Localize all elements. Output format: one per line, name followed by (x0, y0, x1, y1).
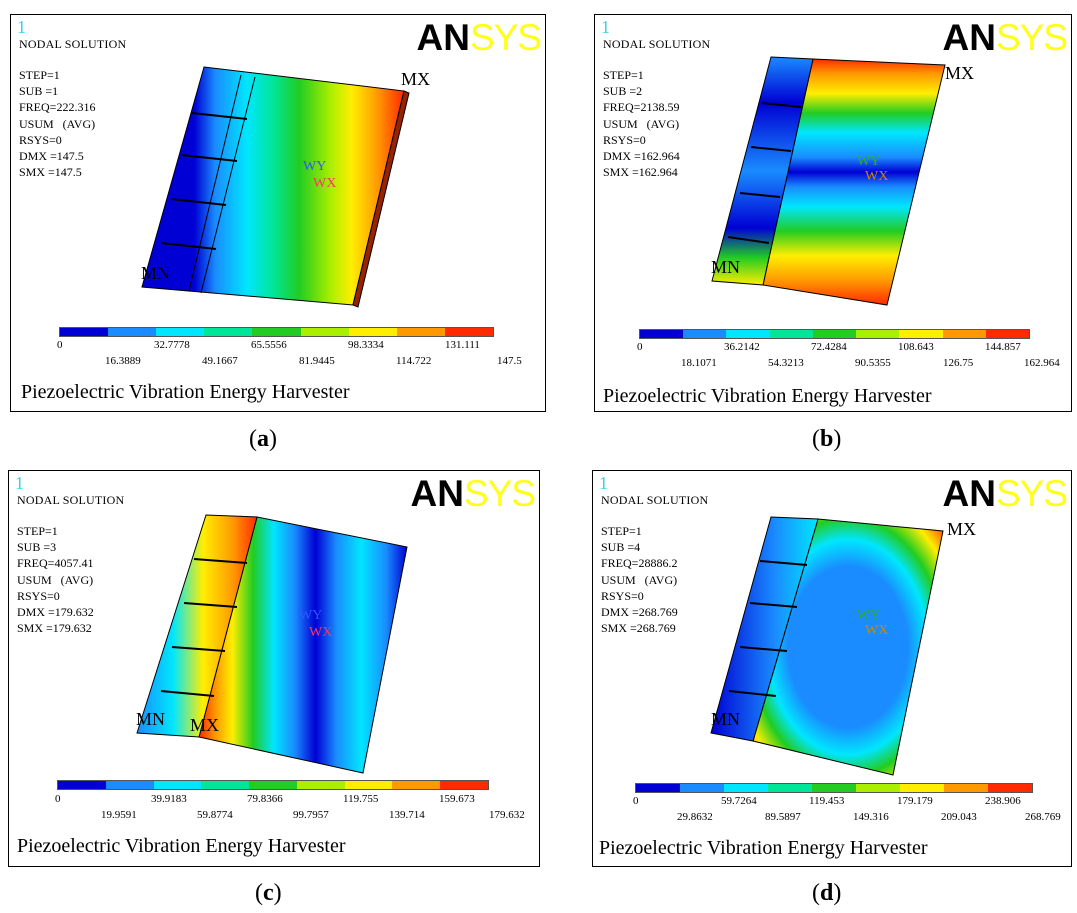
scale-segment (392, 781, 441, 789)
scale-segment (944, 784, 988, 792)
triad-x: WX (309, 625, 332, 640)
scale-segment (440, 781, 489, 789)
scale-segment (249, 781, 297, 789)
triad-x: WX (865, 623, 888, 638)
triad-y: WY (857, 608, 880, 623)
electrode-lines (160, 112, 248, 250)
scale-segment (156, 328, 205, 336)
mn-label: MN (141, 263, 170, 283)
scale-segment (300, 328, 349, 336)
panel-number: 1 (17, 17, 26, 37)
scale-segment (900, 784, 944, 792)
mn-label: MN (711, 257, 740, 277)
plot-footer: Piezoelectric Vibration Energy Harvester (599, 837, 928, 859)
caption-d: (d) (812, 880, 842, 906)
base-line (200, 76, 256, 294)
scale-segment (348, 328, 397, 336)
scale-segment (252, 328, 301, 336)
scale-segment (856, 784, 900, 792)
panel-c: 1 NODAL SOLUTION STEP=1 SUB =3 FREQ=4057… (8, 470, 540, 867)
electrode-lines (727, 102, 802, 244)
scale-segment (769, 330, 813, 338)
scale-segment (636, 784, 680, 792)
scale-segment (726, 330, 770, 338)
mn-label: MN (711, 709, 740, 729)
panel-title: NODAL SOLUTION (19, 37, 127, 51)
panel-d: 1 NODAL SOLUTION STEP=1 SUB =4 FREQ=2888… (592, 470, 1072, 867)
mn-label: MN (136, 709, 165, 729)
scale-segment (296, 781, 345, 789)
solution-info: STEP=1 SUB =1 FREQ=222.316 USUM (AVG) RS… (19, 68, 96, 180)
scale-segment (856, 330, 900, 338)
scale-segment (683, 330, 727, 338)
color-scale (635, 783, 1033, 793)
base-region (136, 514, 258, 738)
scale-segment (201, 781, 250, 789)
solution-info: STEP=1 SUB =3 FREQ=4057.41 USUM (AVG) RS… (17, 524, 94, 636)
triad-x: WX (865, 169, 888, 184)
scale-segment (105, 781, 154, 789)
beam-side (352, 90, 410, 308)
mx-label: MX (945, 63, 974, 83)
scale-segment (899, 330, 943, 338)
ansys-logo: ANSYS (942, 17, 1069, 58)
electrode-lines (728, 560, 808, 697)
scale-segment (396, 328, 445, 336)
contour-plot: WY WX MN MX (136, 514, 408, 774)
mx-label: MX (947, 519, 976, 539)
scale-segment (108, 328, 157, 336)
scale-segment (812, 330, 857, 338)
panel-number: 1 (15, 473, 24, 493)
triad-y: WY (857, 154, 880, 169)
scale-segment (204, 328, 253, 336)
contour-plot: WY WX MX MN (710, 516, 976, 776)
scale-segment (985, 330, 1029, 338)
mx-label: MX (401, 69, 430, 89)
scale-segment (988, 784, 1032, 792)
scale-segment (444, 328, 493, 336)
color-scale (57, 780, 489, 790)
base-region (711, 56, 814, 286)
panel-number: 1 (601, 17, 610, 37)
scale-segment (60, 328, 109, 336)
caption-b: (b) (812, 426, 842, 452)
caption-c: (c) (255, 880, 282, 906)
scale-segment (812, 784, 856, 792)
mx-label: MX (190, 715, 219, 735)
panel-b: 1 NODAL SOLUTION STEP=1 SUB =2 FREQ=2138… (594, 14, 1072, 412)
color-scale (639, 329, 1030, 339)
scale-segment (680, 784, 724, 792)
scale-segment (344, 781, 393, 789)
base-region (710, 516, 819, 742)
panel-a: 1 NODAL SOLUTION STEP=1 SUB =1 FREQ=222.… (10, 14, 546, 412)
triad-x: WX (313, 176, 336, 191)
ansys-logo: ANSYS (410, 473, 537, 514)
scale-segment (942, 330, 986, 338)
panel-title: NODAL SOLUTION (603, 37, 711, 51)
panel-title: NODAL SOLUTION (17, 493, 125, 507)
plot-footer: Piezoelectric Vibration Energy Harvester (17, 835, 346, 857)
triad-y: WY (299, 608, 322, 623)
ansys-logo: ANSYS (942, 473, 1069, 514)
solution-info: STEP=1 SUB =4 FREQ=28886.2 USUM (AVG) RS… (601, 524, 678, 636)
scale-segment (768, 784, 812, 792)
plot-footer: Piezoelectric Vibration Energy Harvester (603, 385, 932, 407)
ansys-logo: ANSYS (416, 17, 543, 58)
contour-plot: WY WX MX MN (711, 56, 974, 306)
scale-segment (153, 781, 202, 789)
plot-footer: Piezoelectric Vibration Energy Harvester (21, 381, 350, 403)
panel-title: NODAL SOLUTION (601, 493, 709, 507)
scale-segment (640, 330, 684, 338)
scale-segment (724, 784, 768, 792)
electrode-lines (160, 558, 248, 697)
panel-number: 1 (599, 473, 608, 493)
solution-info: STEP=1 SUB =2 FREQ=2138.59 USUM (AVG) RS… (603, 68, 680, 180)
caption-a: (a) (249, 426, 277, 452)
contour-plot: WY WX MX MN (141, 66, 430, 308)
color-scale (59, 327, 494, 337)
scale-segment (58, 781, 106, 789)
triad-y: WY (303, 159, 326, 174)
